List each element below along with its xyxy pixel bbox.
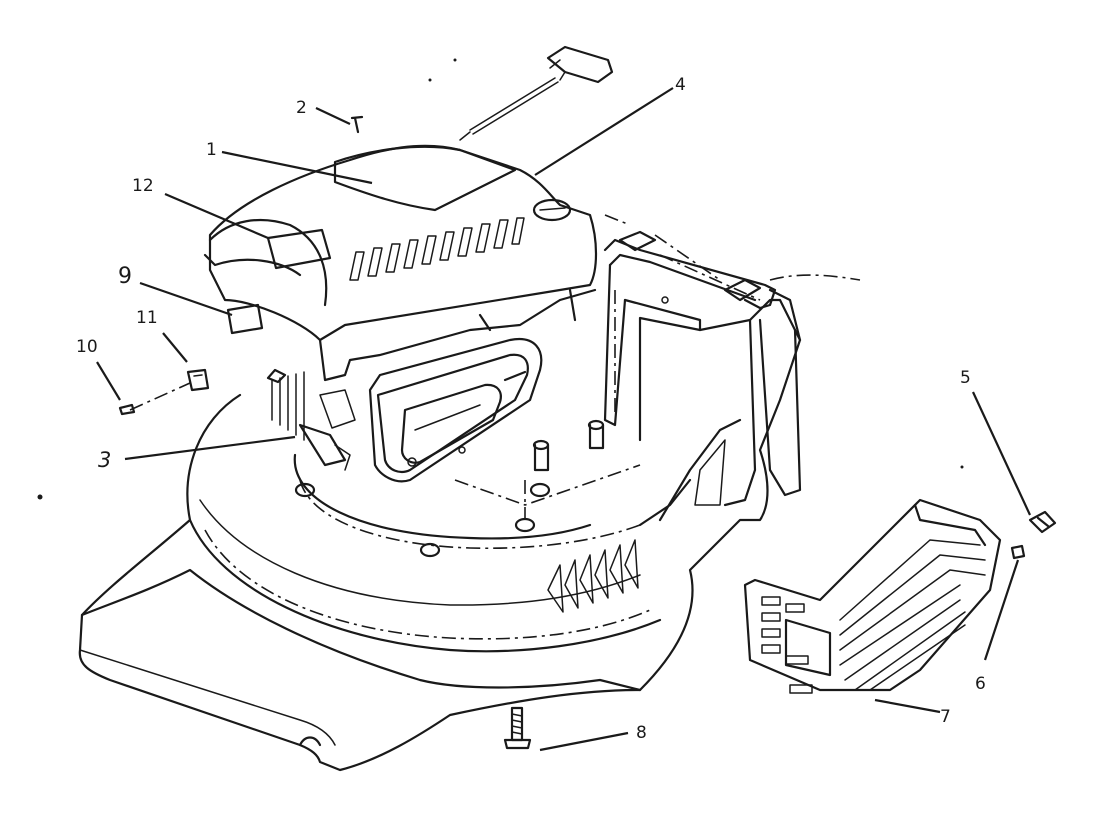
callout-7: 7 (940, 707, 951, 727)
deck-side-vents (547, 539, 639, 613)
rear-guard (743, 498, 1002, 694)
callout-5: 5 (960, 368, 971, 388)
callout-labels: 1 2 3 4 5 6 7 8 9 10 11 12 (76, 75, 986, 743)
callout-10: 10 (76, 337, 98, 357)
handle-bracket (603, 214, 861, 507)
clip-icon (1028, 510, 1057, 534)
screw-icon (350, 115, 364, 134)
screw-icon-10 (118, 403, 136, 416)
callout-1: 1 (206, 140, 217, 160)
callout-2: 2 (296, 98, 307, 118)
callout-12: 12 (132, 176, 154, 196)
callout-4: 4 (675, 75, 686, 95)
rear-guard-slots (761, 539, 986, 694)
small-parts (37, 58, 1057, 750)
starter-rope-handle (459, 45, 614, 141)
shroud-vents (349, 217, 525, 281)
callout-9: 9 (118, 264, 132, 289)
callout-6: 6 (975, 674, 986, 694)
muffler (368, 337, 543, 483)
nut-icon (186, 368, 210, 392)
bolt-icon (503, 706, 532, 750)
mower-deck (78, 288, 802, 772)
screw-icon-6 (1010, 544, 1026, 560)
callout-11: 11 (136, 308, 158, 328)
callout-8: 8 (636, 723, 647, 743)
leader-lines (96, 87, 1031, 752)
callout-3: 3 (98, 448, 111, 472)
engine (203, 144, 598, 483)
